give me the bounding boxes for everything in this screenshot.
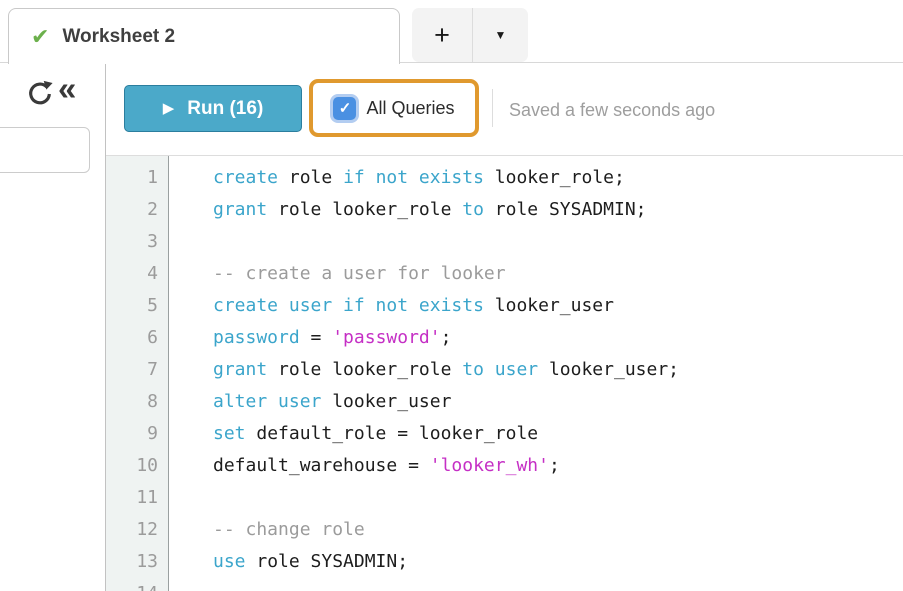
code-text: looker_role; xyxy=(483,167,625,188)
code-keyword: alter user xyxy=(213,391,322,412)
code-keyword: grant xyxy=(213,199,268,220)
saved-status: Saved a few seconds ago xyxy=(509,100,716,120)
code-text: role looker_role xyxy=(267,199,463,220)
refresh-button[interactable] xyxy=(26,80,54,108)
editor-code[interactable]: create role if not exists looker_role;gr… xyxy=(170,156,903,591)
code-keyword: to xyxy=(462,199,484,220)
line-number: 8 xyxy=(147,391,158,412)
code-line[interactable]: grant role looker_role to role SYSADMIN; xyxy=(213,194,903,226)
worksheet-menu-button[interactable]: ▼ xyxy=(494,28,507,42)
sidebar-panel-box[interactable] xyxy=(0,127,90,173)
code-keyword: set xyxy=(213,423,246,444)
tab-actions-group: + ▼ xyxy=(412,8,528,62)
code-keyword: to user xyxy=(462,359,539,380)
code-line[interactable]: create role if not exists looker_role; xyxy=(213,162,903,194)
all-queries-checkbox[interactable]: ✓ xyxy=(333,96,357,120)
check-icon: ✔ xyxy=(31,23,50,49)
code-string: 'password' xyxy=(332,327,441,348)
code-text: = xyxy=(299,327,333,348)
code-text: looker_user; xyxy=(538,359,680,380)
code-text: default_warehouse = xyxy=(213,455,430,476)
line-number: 6 xyxy=(147,327,158,348)
code-text: looker_user xyxy=(483,295,614,316)
line-number: 2 xyxy=(147,199,158,220)
line-number: 5 xyxy=(147,295,158,316)
tab-bar-divider xyxy=(0,62,903,63)
all-queries-label[interactable]: All Queries xyxy=(366,97,455,118)
code-text: role SYSADMIN; xyxy=(245,551,409,572)
checkmark-icon: ✓ xyxy=(338,99,352,117)
code-keyword: password xyxy=(213,327,300,348)
line-number: 7 xyxy=(147,359,158,380)
line-number: 1 xyxy=(147,167,158,188)
code-line[interactable]: alter user looker_user xyxy=(213,386,903,418)
line-number: 9 xyxy=(147,423,158,444)
tab-worksheet-2[interactable]: ✔ Worksheet 2 xyxy=(8,8,400,64)
code-comment: -- create a user for looker xyxy=(213,263,506,284)
line-number: 4 xyxy=(147,263,158,284)
play-icon: ▶ xyxy=(162,100,175,117)
code-keyword: create user if not exists xyxy=(213,295,484,316)
line-number: 14 xyxy=(106,578,168,591)
annotation-highlight: ✓ All Queries xyxy=(309,79,479,137)
code-line[interactable]: -- create a user for looker xyxy=(213,258,903,290)
sidebar-editor-divider xyxy=(105,62,106,591)
code-line[interactable]: use role SYSADMIN; xyxy=(213,546,903,578)
code-text: ; xyxy=(440,327,452,348)
code-text: role looker_role xyxy=(267,359,463,380)
run-button-label: Run (16) xyxy=(187,97,264,119)
code-line[interactable]: default_warehouse = 'looker_wh'; xyxy=(213,450,903,482)
code-text: role xyxy=(278,167,344,188)
code-line[interactable]: grant role looker_role to user looker_us… xyxy=(213,354,903,386)
code-comment: -- change role xyxy=(213,519,365,540)
tab-actions-divider xyxy=(472,8,473,62)
code-text: default_role = looker_role xyxy=(245,423,539,444)
collapse-left-icon[interactable]: « xyxy=(58,70,77,107)
line-number: 11 xyxy=(136,487,158,508)
toolbar-divider xyxy=(492,89,493,127)
code-text: role SYSADMIN; xyxy=(483,199,647,220)
code-line[interactable]: create user if not exists looker_user xyxy=(213,290,903,322)
code-keyword: if not exists xyxy=(343,167,484,188)
code-line[interactable] xyxy=(213,226,903,258)
editor-top-border xyxy=(106,155,903,156)
code-line[interactable]: password = 'password'; xyxy=(213,322,903,354)
code-text: looker_user xyxy=(321,391,452,412)
line-number: 12 xyxy=(136,519,158,540)
code-text: ; xyxy=(548,455,560,476)
code-keyword: use xyxy=(213,551,246,572)
refresh-icon xyxy=(29,80,53,105)
code-line[interactable] xyxy=(213,482,903,514)
code-line[interactable] xyxy=(213,578,903,591)
new-worksheet-button[interactable]: + xyxy=(434,19,450,50)
editor-gutter: 1234567891011121314 xyxy=(106,156,169,591)
run-button[interactable]: ▶ Run (16) xyxy=(124,85,302,132)
line-number: 13 xyxy=(136,551,158,572)
code-keyword: grant xyxy=(213,359,268,380)
code-string: 'looker_wh' xyxy=(429,455,549,476)
code-line[interactable]: -- change role xyxy=(213,514,903,546)
line-number: 3 xyxy=(147,231,158,252)
line-number: 10 xyxy=(136,455,158,476)
code-line[interactable]: set default_role = looker_role xyxy=(213,418,903,450)
tab-label: Worksheet 2 xyxy=(62,25,176,47)
code-keyword: create xyxy=(213,167,279,188)
